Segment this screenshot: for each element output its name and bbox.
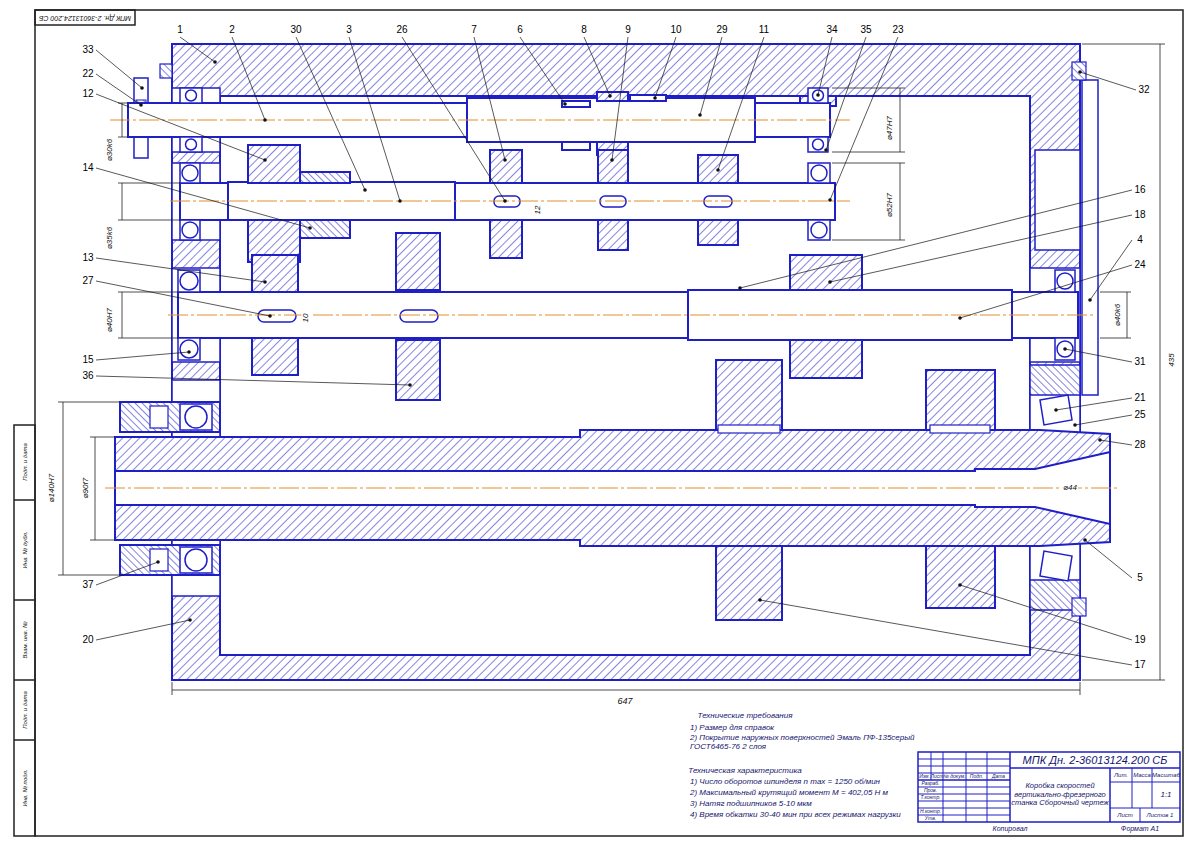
callout-number: 1 <box>177 24 183 36</box>
stamp-text: Инв. № подл. <box>21 769 28 806</box>
callout-number: 7 <box>471 24 477 36</box>
title-block-text: Лит. <box>1114 772 1128 779</box>
dimension-label: 12 <box>533 205 542 216</box>
title-block-text: Разраб. <box>921 781 939 787</box>
title-block-text: Формат А1 <box>1121 825 1159 833</box>
callout-number: 17 <box>1134 659 1145 671</box>
center-line <box>105 120 1120 488</box>
bearing-symbol <box>178 88 1075 573</box>
callout-number: 24 <box>1134 259 1145 271</box>
callout-number: 13 <box>82 252 93 264</box>
note-text: 1) Число оборотов шпинделя n max = 1250 … <box>690 777 880 786</box>
dimension-label: ⌀90f7 <box>81 477 90 499</box>
callout-number: 11 <box>759 24 769 36</box>
callout-number: 20 <box>82 634 93 646</box>
callout-number: 25 <box>1134 409 1145 421</box>
dimension-label: 435 <box>1167 352 1176 367</box>
note-text: 2) Максимальный крутящий момент М = 402,… <box>690 788 888 797</box>
title-block-text: Подп. <box>970 774 983 780</box>
callout-number: 8 <box>581 24 587 36</box>
note-text: 1) Размер для справок <box>690 723 915 732</box>
note-text: 3) Натяг подшипников 5-10 мкм <box>690 799 812 808</box>
stamp-text: Инв. № дубл. <box>21 532 28 569</box>
drawing-frame <box>14 10 1183 836</box>
callout-number: 33 <box>82 44 93 56</box>
title-block-text: Пров. <box>924 788 937 794</box>
dimension-label: ⌀52H7 <box>885 192 894 218</box>
callout-number: 10 <box>670 24 681 36</box>
title-block-text: 1:1 <box>1160 790 1171 799</box>
callout-number: 35 <box>860 24 871 36</box>
dimension-label: 647 <box>616 696 633 706</box>
title-block-text: Копировал <box>993 825 1028 833</box>
dimension-label: ⌀35k6 <box>105 226 114 250</box>
callout-number: 30 <box>290 24 301 36</box>
callout-number: 29 <box>716 24 727 36</box>
callout-number: 23 <box>892 24 903 36</box>
note-text: 4) Время обкатки 30-40 мин при всех режи… <box>690 810 901 819</box>
title-block-text: Масштаб <box>1152 772 1180 779</box>
title-block-text: Коробка скоростей вертикально-фрезерного… <box>1011 782 1109 808</box>
key-slot <box>258 196 732 322</box>
callout-number: 21 <box>1134 392 1145 404</box>
stamp-text: МПК Дн. 2-36013124.200 СБ <box>39 13 131 21</box>
stamp-text: Подп. и дата <box>21 691 28 729</box>
title-block-text: Утв. <box>925 816 936 822</box>
title-block-text: Масса <box>1133 772 1151 779</box>
callout-number: 3 <box>346 24 352 36</box>
dimension-label: ⌀40H7 <box>105 307 114 333</box>
leader-dot <box>139 60 1102 622</box>
note-text: Техническая характеристика <box>688 766 801 775</box>
callout-number: 31 <box>1134 356 1145 368</box>
title-block-grid <box>918 752 1180 822</box>
dimension-line <box>58 44 1165 695</box>
callout-number: 12 <box>82 88 93 100</box>
gear-section <box>248 92 862 400</box>
callout-number: 26 <box>396 24 407 36</box>
callout-number: 22 <box>82 68 93 80</box>
callout-number: 2 <box>229 24 235 36</box>
title-block-text: Изм. <box>919 774 930 780</box>
callout-number: 15 <box>82 354 93 366</box>
dimension-label: ⌀40k6 <box>1113 303 1122 327</box>
title-block-text: Н.контр. <box>920 809 941 815</box>
callout-number: 34 <box>826 24 837 36</box>
title-block-text: Лист <box>931 774 944 780</box>
title-block-text: Листов 1 <box>1147 812 1174 819</box>
callout-number: 9 <box>625 24 631 36</box>
title-block-text: Дата <box>992 774 1005 780</box>
dimension-label: ⌀47H7 <box>885 115 894 141</box>
stamp-text: Подп. и дата <box>21 443 28 481</box>
spindle <box>115 360 1110 620</box>
callout-number: 37 <box>82 579 93 591</box>
stamp-text: Взам. инв. № <box>21 621 28 658</box>
note-text: Технические требования <box>698 711 793 720</box>
title-block-text: Лист <box>1117 812 1132 819</box>
callout-number: 6 <box>517 24 523 36</box>
callout-number: 28 <box>1134 439 1145 451</box>
callout-number: 27 <box>82 275 93 287</box>
title-block-text: Т.контр. <box>920 795 940 801</box>
callout-number: 36 <box>82 370 93 382</box>
callout-number: 16 <box>1134 184 1145 196</box>
title-block-text: МПК Дн. 2-36013124.200 СБ <box>1023 754 1168 767</box>
callout-number: 18 <box>1134 209 1145 221</box>
callout-number: 19 <box>1134 634 1145 646</box>
callout-number: 4 <box>1137 234 1143 246</box>
callout-number: 32 <box>1138 84 1149 96</box>
dimension-label: 10 <box>301 313 310 324</box>
note-text: 2) Покрытие наружных поверхностей Эмаль … <box>690 733 915 751</box>
dimension-label: ⌀30k6 <box>105 138 114 162</box>
gearbox-housing <box>134 44 1098 680</box>
shaft <box>128 98 1078 340</box>
title-block-text: № докум. <box>943 774 965 780</box>
dimension-label: ⌀44 <box>1062 483 1078 492</box>
callout-number: 14 <box>82 162 93 174</box>
dimension-label: ⌀140H7 <box>47 473 56 503</box>
callout-number: 5 <box>1137 572 1143 584</box>
leader-line <box>96 37 1136 665</box>
